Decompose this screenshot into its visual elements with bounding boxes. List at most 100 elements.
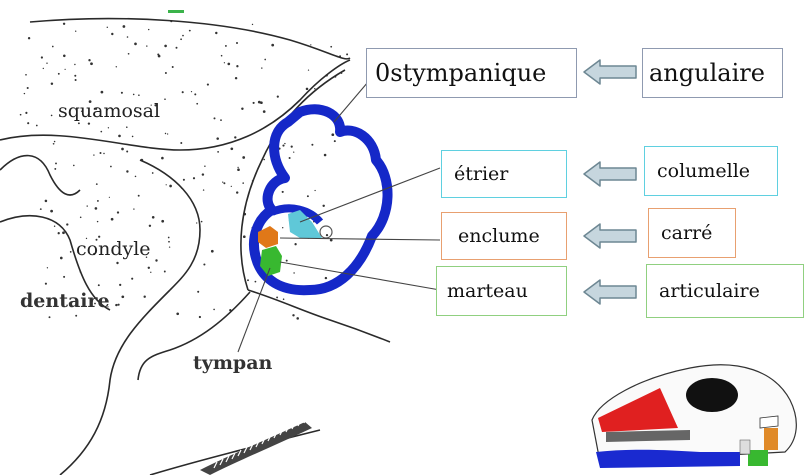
stipple-dot	[40, 208, 42, 210]
stipple-dot	[110, 166, 112, 168]
stipple-dot	[161, 157, 164, 160]
stipple-dot	[314, 88, 315, 89]
stipple-dot	[45, 200, 48, 203]
stipple-dot	[263, 159, 265, 161]
stipple-dot	[116, 262, 118, 264]
stipple-dot	[237, 167, 238, 168]
label-squamosal: squamosal	[58, 100, 160, 122]
stipple-dot	[180, 38, 182, 40]
stipple-dot	[276, 296, 278, 298]
arrow-left-icon	[582, 160, 638, 188]
stipple-dot	[100, 131, 102, 133]
stipple-dot	[225, 45, 227, 47]
stipple-dot	[263, 110, 266, 113]
stipple-dot	[148, 267, 150, 269]
stipple-dot	[242, 182, 244, 184]
stipple-dot	[282, 227, 283, 228]
stipple-dot	[45, 283, 47, 285]
arrow-left-icon-shape	[584, 162, 636, 186]
leader-ostympanique	[334, 82, 368, 122]
stipple-dot	[111, 218, 114, 221]
stipple-dot	[54, 225, 55, 226]
stipple-dot	[51, 115, 53, 117]
stipple-dot	[58, 73, 60, 75]
stipple-dot	[20, 114, 22, 116]
stipple-dot	[161, 220, 164, 223]
stipple-dot	[54, 168, 56, 170]
stipple-dot	[78, 122, 80, 124]
arrow-left-icon-shape	[584, 224, 636, 248]
stipple-dot	[164, 271, 166, 273]
stipple-dot	[164, 45, 167, 48]
arrow-left-icon-shape	[584, 60, 636, 84]
stipple-dot	[204, 165, 205, 166]
stipple-dot	[60, 257, 63, 260]
stipple-dot	[331, 133, 334, 136]
stipple-dot	[75, 315, 77, 317]
leader-tympan	[238, 268, 270, 352]
stipple-dot	[135, 176, 137, 178]
stipple-dot	[294, 243, 296, 245]
stipple-dot	[121, 148, 124, 151]
stipple-dot	[109, 197, 110, 198]
stipple-dot	[74, 64, 75, 65]
stipple-dot	[98, 284, 100, 286]
stipple-dot	[196, 103, 198, 105]
stipple-dot	[176, 312, 179, 315]
arrow-left-icon	[582, 58, 638, 86]
tooth-row	[200, 422, 312, 475]
stipple-dot	[27, 122, 29, 124]
box-columelle: columelle	[644, 146, 778, 196]
skull-outline	[0, 19, 390, 475]
stipple-dot	[234, 136, 236, 138]
stipple-dot	[88, 59, 90, 61]
stipple-dot	[330, 46, 332, 48]
stipple-dot	[103, 153, 104, 154]
stipple-dot	[62, 231, 65, 234]
stipple-dot	[58, 232, 60, 234]
stipple-dot	[152, 172, 154, 174]
stipple-dot	[306, 88, 309, 91]
stipple-dot	[111, 33, 113, 35]
stipple-dot	[236, 191, 238, 193]
stipple-dot	[221, 55, 223, 57]
stipple-dot	[230, 147, 233, 150]
stipple-dot	[52, 46, 54, 48]
stipple-dot	[134, 43, 137, 46]
leader-etrier	[300, 168, 440, 222]
stipple-dot	[97, 200, 99, 202]
stipple-dot	[146, 45, 147, 46]
stipple-dot	[75, 79, 77, 81]
arrow-left-icon	[582, 278, 638, 306]
box-marteau: marteau	[436, 266, 567, 316]
stipple-dot	[74, 75, 76, 77]
stipple-dot	[223, 182, 225, 184]
stipple-dot	[217, 151, 219, 153]
stipple-dot	[54, 141, 56, 143]
stipple-dot	[50, 210, 53, 213]
stipple-dot	[133, 208, 134, 209]
stipple-dot	[25, 74, 27, 76]
stipple-dot	[168, 237, 170, 239]
stipple-dot	[308, 70, 309, 71]
stipple-dot	[96, 183, 98, 185]
stipple-dot	[119, 284, 121, 286]
stipple-dot	[24, 93, 25, 94]
box-enclume: enclume	[441, 212, 567, 260]
stipple-dot	[75, 31, 76, 32]
stipple-dot	[261, 67, 262, 68]
stipple-dot	[242, 156, 245, 159]
box-angulaire: angulaire	[642, 48, 783, 98]
stipple-dot	[194, 93, 196, 95]
stipple-dot	[222, 181, 223, 182]
stipple-dot	[27, 87, 29, 89]
top-green-mark	[168, 10, 184, 13]
stipple-dot	[118, 135, 121, 138]
stipple-dot	[182, 91, 184, 93]
stipple-dot	[150, 272, 151, 273]
stipple-dot	[169, 185, 172, 188]
stipple-dot	[292, 314, 294, 316]
stipple-dot	[237, 168, 240, 171]
stipple-dot	[346, 53, 348, 55]
stipple-dot	[284, 143, 285, 144]
